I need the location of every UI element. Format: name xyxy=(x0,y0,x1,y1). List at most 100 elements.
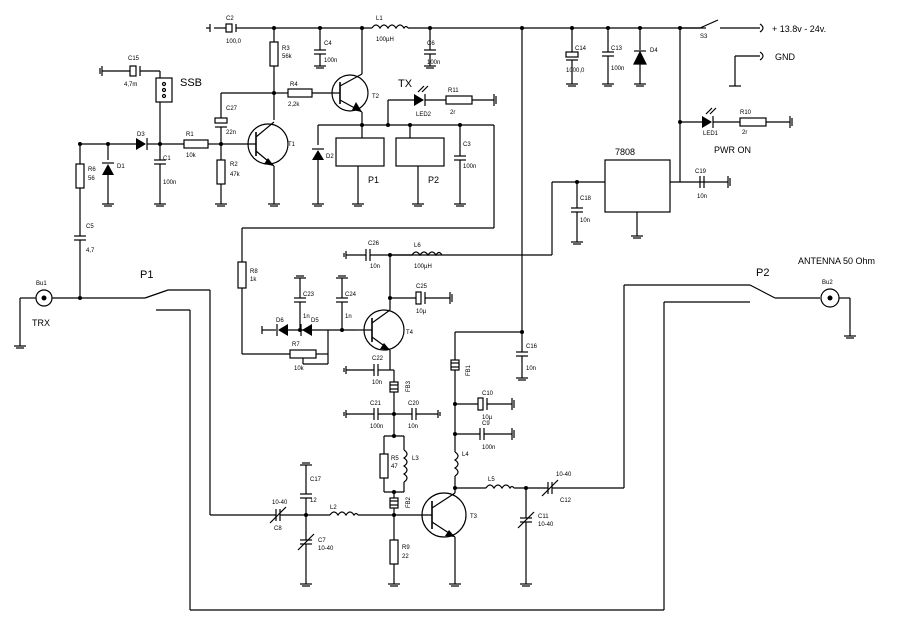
antenna-label: ANTENNA 50 Ohm xyxy=(798,256,875,266)
c11-ref: C11 xyxy=(538,514,549,520)
r3-resistor: R3 56k xyxy=(269,28,293,120)
c5-capacitor: C5 4,7 xyxy=(74,224,95,298)
d2-diode: D2 xyxy=(312,148,334,207)
c16-capacitor: C16 10n xyxy=(516,332,538,381)
c23-ref: C23 xyxy=(303,292,315,298)
d4-ref: D4 xyxy=(650,48,658,54)
d6-d5-diodes: D6 D5 xyxy=(261,318,356,336)
c19-capacitor: C19 10n xyxy=(695,169,731,200)
r2-ref: R2 xyxy=(230,162,238,168)
r6-resistor: R6 56 xyxy=(75,144,96,236)
l3-ref: L3 xyxy=(412,456,419,462)
t4-supply-line xyxy=(388,28,552,360)
l2-ref: L2 xyxy=(330,505,337,511)
l4-ref: L4 xyxy=(462,452,469,458)
l5-inductor: L5 xyxy=(455,477,548,490)
c14-ref: C14 xyxy=(575,46,587,52)
fb2-bead: FB2 xyxy=(389,496,412,515)
r9-resistor: R9 22 xyxy=(388,515,410,587)
r1-value: 10k xyxy=(186,153,197,159)
led1-branch: LED1 R10 2r PWR ON xyxy=(678,28,793,173)
c19-ref: C19 xyxy=(695,169,707,175)
d3-ref: D3 xyxy=(137,132,145,138)
r6-value: 56 xyxy=(88,176,95,182)
d5-ref: D5 xyxy=(311,318,319,324)
l4-inductor: L4 xyxy=(453,451,469,490)
c19-value: 10n xyxy=(697,194,707,200)
s3-ref: S3 xyxy=(700,34,708,40)
t1-ref: T1 xyxy=(288,142,296,148)
c7-ref: C7 xyxy=(318,538,326,544)
c3-value: 100n xyxy=(463,164,476,170)
c23-capacitor: C23 1n xyxy=(294,275,315,330)
c14-value: 1000,0 xyxy=(566,68,585,74)
led2-branch: TX LED2 R11 2r xyxy=(387,78,497,125)
c23-value: 1n xyxy=(303,314,310,320)
c11-value: 10-40 xyxy=(538,522,554,528)
l2-inductor: L2 xyxy=(329,505,394,517)
c5-ref: C5 xyxy=(86,224,94,230)
fb1-ref: FB1 xyxy=(466,364,472,376)
c17-ref: C17 xyxy=(310,477,322,483)
t2-transistor: T2 xyxy=(331,28,380,125)
supply-label: + 13.8v - 24v. xyxy=(772,24,826,34)
c21-ref: C21 xyxy=(370,401,382,407)
led2-ref: LED2 xyxy=(416,112,432,118)
relay-p2-label: P2 xyxy=(428,175,439,185)
bu1-label: Bu1 xyxy=(36,281,47,287)
r8-resistor: R8 1k xyxy=(237,261,290,355)
regulator-7808: 7808 xyxy=(551,147,728,255)
t4-transistor: T4 xyxy=(356,255,414,382)
t4-ref: T4 xyxy=(406,330,414,336)
c26-value: 10n xyxy=(370,264,380,270)
d3-diode: D3 xyxy=(78,132,162,150)
c24-ref: C24 xyxy=(345,292,357,298)
relay-rail xyxy=(241,123,495,262)
l6-value: 100µH xyxy=(414,264,432,270)
r1-ref: R1 xyxy=(186,132,194,138)
c21-c20-capacitors: C21 100n C20 10n xyxy=(343,401,441,430)
c13-value: 100n xyxy=(611,66,624,72)
r10-value: 2r xyxy=(742,130,747,136)
c20-ref: C20 xyxy=(408,401,420,407)
c1-capacitor: C1 100n xyxy=(154,144,176,207)
l1-ref: L1 xyxy=(376,16,383,22)
c26-ref: C26 xyxy=(368,241,380,247)
c25-value: 10µ xyxy=(416,309,427,315)
c18-capacitor: C18 10n xyxy=(571,182,592,245)
bu2-label: Bu2 xyxy=(822,280,833,286)
r6-ref: R6 xyxy=(88,167,96,173)
c12-capacitor: 10-40 C12 xyxy=(541,472,625,504)
c3-capacitor: C3 100n xyxy=(454,125,476,207)
c8-value: 10-40 xyxy=(272,500,288,506)
p1-label: P1 xyxy=(140,269,153,281)
c4-capacitor: C4 100n xyxy=(314,28,337,69)
r7-value: 10k xyxy=(294,366,305,372)
c27-value: 22n xyxy=(226,130,236,136)
c10-capacitor: C10 10µ xyxy=(455,391,515,421)
c16-value: 10n xyxy=(526,366,536,372)
c2-ref: C2 xyxy=(226,16,234,22)
c18-ref: C18 xyxy=(580,196,592,202)
gnd-terminal: GND xyxy=(729,51,796,87)
r9-value: 22 xyxy=(402,554,409,560)
c7-capacitor: C7 10-40 xyxy=(297,515,334,587)
r2-value: 47k xyxy=(230,172,241,178)
c21-value: 100n xyxy=(370,424,383,430)
p1-switch: P1 xyxy=(140,269,750,611)
c15-ref: C15 xyxy=(128,56,140,62)
r5-value: 47 xyxy=(391,464,398,470)
c12-value: 10-40 xyxy=(556,472,572,478)
gnd-label: GND xyxy=(775,52,796,62)
c10-ref: C10 xyxy=(482,391,494,397)
d6-ref: D6 xyxy=(276,318,284,324)
d1-ref: D1 xyxy=(117,164,125,170)
r11-value: 2r xyxy=(450,110,455,116)
r11-ref: R11 xyxy=(448,88,459,94)
fb3-ref: FB3 xyxy=(406,380,412,392)
t3-transistor: T3 xyxy=(392,488,478,587)
r8-value: 1k xyxy=(250,277,257,283)
t1-transistor: T1 xyxy=(221,121,296,207)
c6-capacitor: C6 100n xyxy=(424,28,440,69)
